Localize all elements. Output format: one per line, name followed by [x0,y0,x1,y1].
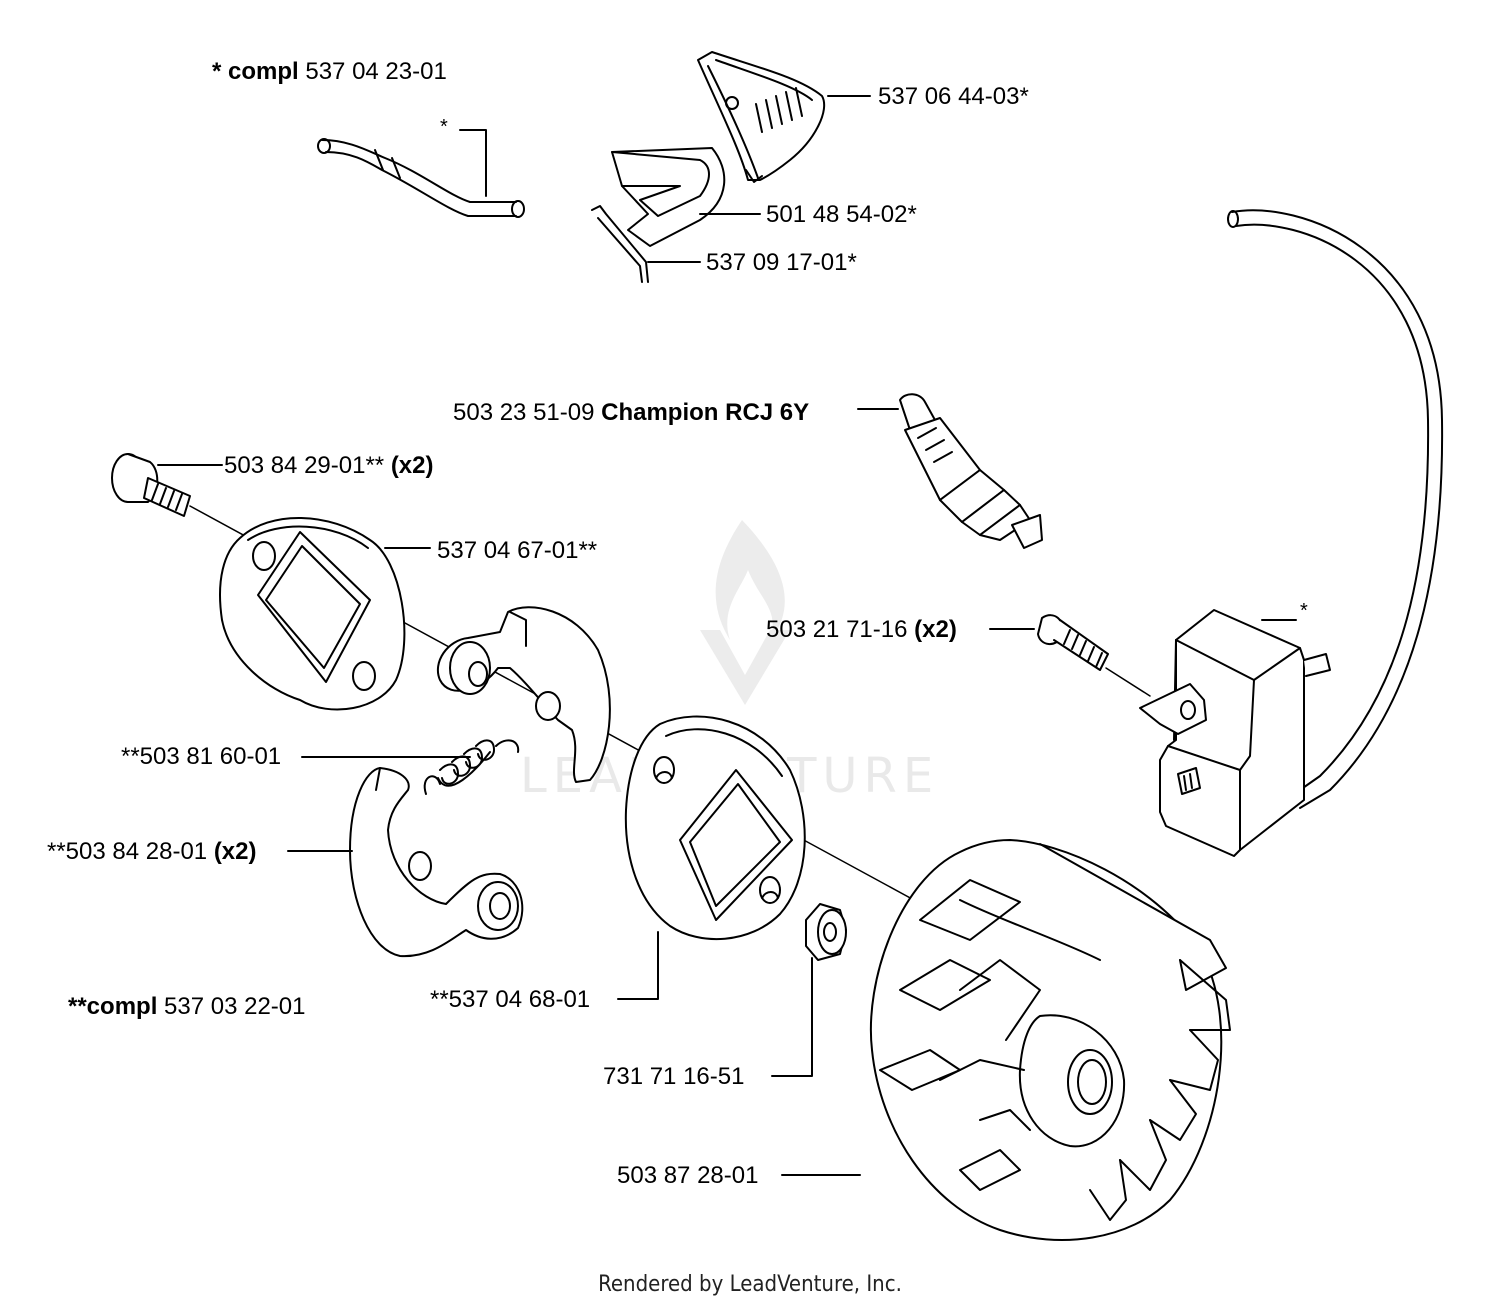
clutch-shoe-upper [437,606,611,783]
label-flywheel: 503 87 28-01 [617,1162,759,1189]
leader-hose [459,129,487,197]
label-compl-fuel-hose: * compl 537 04 23-01 [212,58,447,85]
module-screw [1037,614,1151,697]
clutch-plate-rear [624,715,806,941]
label-screw: 503 21 71-16 (x2) [766,616,957,643]
stop-wire [591,205,649,283]
label-cover: 537 06 44-03* [878,83,1029,110]
ignition-module [1139,609,1331,857]
label-clutch-plate-front: 537 04 67-01** [437,537,598,564]
footer-credit: Rendered by LeadVenture, Inc. [598,1272,902,1297]
leader-washer [771,957,813,1077]
label-clutch-plate-rear: **537 04 68-01 [430,986,591,1013]
spark-plug [899,393,1043,549]
fuel-hose [317,138,525,218]
label-bolt: 503 84 29-01** (x2) [224,452,434,479]
washer [805,903,847,961]
label-spark-plug: 503 23 51-09 Champion RCJ 6Y [453,399,810,426]
asterisk-hose: * [440,116,448,138]
deflector-plate [611,147,726,247]
leader-clutch-plate-rear [617,931,659,1000]
clutch-spring [423,739,520,795]
label-washer: 731 71 16-51 [603,1063,745,1090]
label-compl-clutch: **compl 537 03 22-01 [68,993,306,1020]
label-plate: 501 48 54-02* [766,201,917,228]
asterisk-module: * [1300,600,1308,622]
label-spring: **503 81 60-01 [121,743,282,770]
clutch-plate-front [219,517,406,711]
label-wire: 537 09 17-01* [706,249,857,276]
shoulder-bolt [111,453,191,517]
ignition-wire [1227,209,1444,809]
cylinder-cover [697,51,826,183]
clutch-shoe-lower [349,767,524,958]
flywheel [870,839,1231,1241]
label-clutch-shoe: **503 84 28-01 (x2) [47,838,257,865]
